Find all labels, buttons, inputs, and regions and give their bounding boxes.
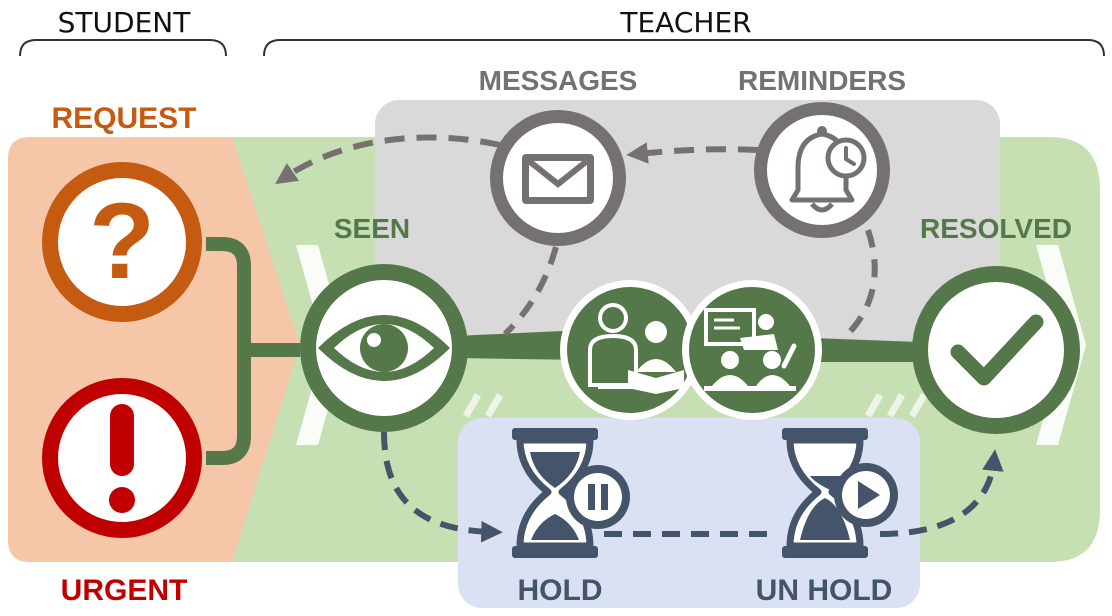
seen-label: SEEN [334,213,410,244]
eye-icon [318,315,450,381]
messages-node [490,110,626,246]
teacher-reading-node [560,280,700,420]
messages-label: MESSAGES [479,65,638,96]
request-label: REQUEST [51,102,196,135]
student-bracket [19,39,227,57]
flow-stripes [462,393,928,418]
hourglass-play-icon [782,428,898,558]
teacher-bracket [263,39,1105,57]
classroom-icon [704,308,797,391]
classroom-node [682,280,822,420]
unhold-label: UN HOLD [756,574,893,607]
question-icon: ? [89,180,155,301]
messages-to-seen-dash [502,246,559,337]
request-node: ? [42,162,202,322]
messages-to-student-arrow [275,134,501,185]
student-header: STUDENT [58,6,192,39]
envelope-icon [522,154,594,204]
bell-clock-icon [789,126,867,213]
reminders-to-messages-arrow [626,142,759,164]
resolved-label: RESOLVED [920,213,1072,244]
hold-label: HOLD [518,574,603,607]
reminders-to-resolved-dash [843,229,878,339]
seen-node [300,264,468,432]
checkmark-icon [950,314,1044,386]
reminders-label: REMINDERS [738,65,906,96]
teacher-header: TEACHER [619,6,751,39]
main-flow-line-right [812,338,920,362]
teacher-reading-icon [588,303,684,394]
reminders-node [754,102,890,238]
urgent-node [42,378,202,538]
hourglass-pause-icon [512,428,630,558]
main-flow-line [455,330,585,360]
exclamation-icon [109,404,135,513]
resolved-node [912,266,1080,434]
unhold-to-resolved-arrow [879,449,1004,537]
urgent-label: URGENT [61,574,188,607]
